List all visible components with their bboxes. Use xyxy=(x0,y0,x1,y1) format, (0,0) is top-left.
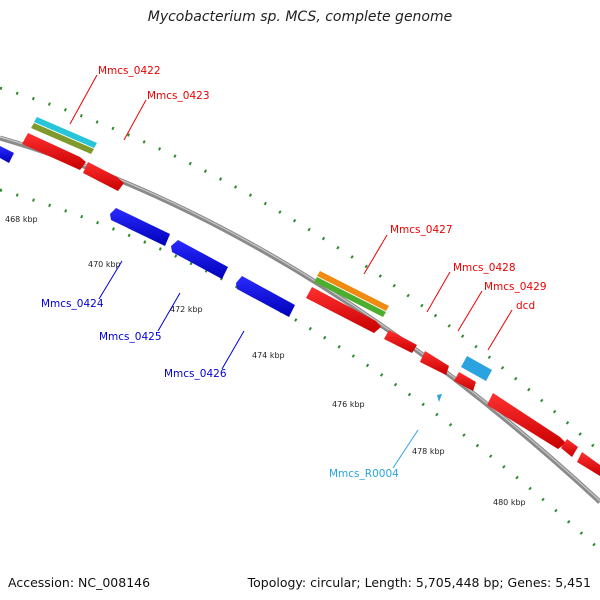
leader-mmcs-0425 xyxy=(157,292,181,332)
reverse-strand-genes xyxy=(0,146,295,317)
gene-mmcs-0422 xyxy=(22,133,86,170)
gene-mmcs-0423 xyxy=(83,162,124,191)
cog-bar-green xyxy=(314,277,386,317)
label-mmcs-0429: Mmcs_0429 xyxy=(484,281,547,293)
tick-476: 476 kbp xyxy=(332,400,365,409)
gc-skew-track-inner xyxy=(0,188,600,552)
gene-mmcs-0429 xyxy=(420,351,449,375)
label-mmcs-0427: Mmcs_0427 xyxy=(390,224,453,236)
label-mmcs-0422: Mmcs_0422 xyxy=(98,65,161,77)
gene-mmcs-0425 xyxy=(171,240,228,279)
leader-mmcs-0429 xyxy=(457,290,483,332)
gene-mmcs-0427 xyxy=(306,287,381,333)
leader-mmcs-0427 xyxy=(363,234,388,275)
gene-rna-cyan xyxy=(461,356,492,381)
leader-mmcs-0426 xyxy=(221,330,245,370)
accession-text: Accession: NC_008146 xyxy=(8,575,151,590)
gene-dcd xyxy=(454,372,476,391)
genome-summary-text: Topology: circular; Length: 5,705,448 bp… xyxy=(247,575,591,590)
rna-genes xyxy=(437,356,492,402)
genome-backbone-highlight xyxy=(0,136,600,502)
forward-strand-genes xyxy=(22,133,600,476)
tick-474: 474 kbp xyxy=(252,351,285,360)
leader-mmcs-0424 xyxy=(98,260,123,300)
leader-mmcs-r0004 xyxy=(392,429,419,469)
genome-backbone xyxy=(0,135,600,504)
position-ticks: 468 kbp 470 kbp 472 kbp 474 kbp 476 kbp … xyxy=(5,215,526,507)
label-mmcs-0426: Mmcs_0426 xyxy=(164,368,227,380)
label-mmcs-0423: Mmcs_0423 xyxy=(147,90,210,102)
cog-bar-orange xyxy=(317,271,389,311)
label-dcd: dcd xyxy=(516,300,535,312)
map-title: Mycobacterium sp. MCS, complete genome xyxy=(147,9,453,25)
leader-mmcs-0423 xyxy=(123,99,147,141)
tick-480: 480 kbp xyxy=(493,498,526,507)
leader-mmcs-0422 xyxy=(69,74,98,125)
leader-dcd xyxy=(487,309,513,351)
tick-470: 470 kbp xyxy=(88,260,121,269)
gene-labels: Mmcs_0422 Mmcs_0423 Mmcs_0427 Mmcs_0428 … xyxy=(41,65,547,480)
label-mmcs-0424: Mmcs_0424 xyxy=(41,298,104,310)
tick-472: 472 kbp xyxy=(170,305,203,314)
gene-mmcs-0428 xyxy=(384,330,417,353)
cog-bar-olive xyxy=(31,123,94,154)
gene-forward-6 xyxy=(561,439,578,457)
gene-mmcs-0424 xyxy=(110,208,170,246)
cog-bars xyxy=(31,117,389,317)
gene-forward-5 xyxy=(487,393,566,449)
tick-468: 468 kbp xyxy=(5,215,38,224)
label-mmcs-0425: Mmcs_0425 xyxy=(99,331,162,343)
leader-mmcs-0428 xyxy=(426,271,451,313)
label-mmcs-0428: Mmcs_0428 xyxy=(453,262,516,274)
gene-mmcs-0426 xyxy=(236,276,295,317)
gene-mmcs-r0004 xyxy=(437,394,442,402)
leader-lines xyxy=(69,74,513,469)
gene-forward-7 xyxy=(577,452,600,476)
tick-478: 478 kbp xyxy=(412,447,445,456)
gene-reverse-edge xyxy=(0,146,14,163)
cog-bar-cyan xyxy=(34,117,97,148)
label-mmcs-r0004: Mmcs_R0004 xyxy=(329,468,399,480)
